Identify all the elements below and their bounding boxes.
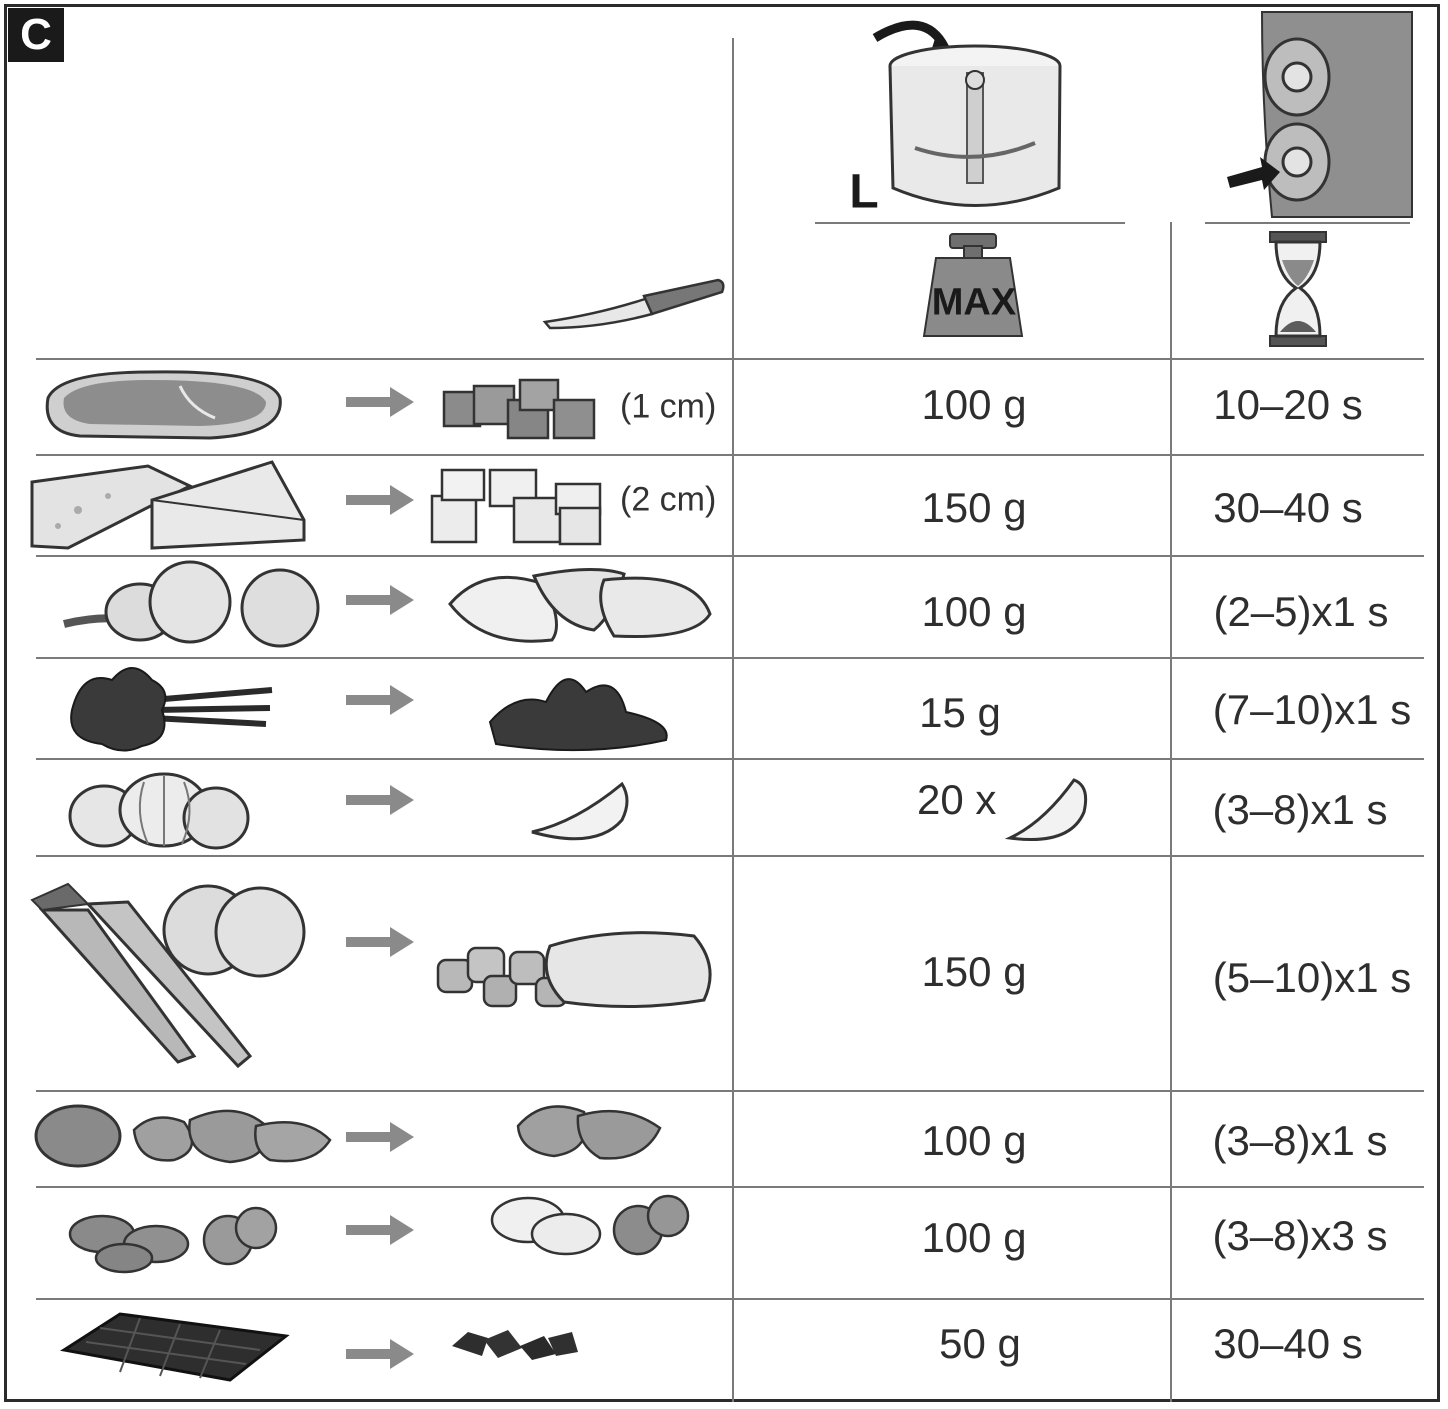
time-cell: (2–5)x1 s: [1213, 588, 1389, 635]
meat-icon: [45, 370, 282, 440]
quantity-cell: 100 g: [921, 1214, 1027, 1261]
turbo-button-icon: [1227, 11, 1413, 218]
row-divider: [36, 1186, 1424, 1188]
row-divider: [36, 555, 1424, 557]
arrow-right-icon: [346, 485, 414, 515]
arrow-right-icon: [346, 927, 414, 957]
time-cell: (3–8)x1 s: [1212, 786, 1388, 833]
quantity-cell: 100 g: [921, 588, 1027, 635]
table-frame: [4, 4, 1440, 1402]
arrow-right-icon: [346, 387, 414, 417]
header-rule-button: [1205, 222, 1410, 224]
herbs-icon: [70, 667, 273, 752]
time-cell: 30–40 s: [1213, 484, 1363, 531]
garlic-clove-icon: [1004, 778, 1088, 842]
time-cell: 30–40 s: [1213, 1320, 1363, 1367]
quantity-cell: 150 g: [921, 948, 1027, 995]
quantity-cell: 50 g: [939, 1320, 1021, 1367]
chocolate-pieces-icon: [452, 1330, 578, 1360]
quantity-cell: 150 g: [921, 484, 1027, 531]
row-divider: [36, 454, 1424, 456]
arrow-right-icon: [346, 685, 414, 715]
cheese-cubes-icon: [430, 468, 602, 546]
quantity-cell: 15 g: [919, 689, 1001, 736]
chopped-herbs-icon: [488, 678, 668, 752]
time-cell: (3–8)x3 s: [1212, 1212, 1388, 1259]
row-divider: [36, 657, 1424, 659]
onions-icon: [63, 560, 320, 648]
chocolate-icon: [59, 1312, 290, 1382]
row-divider: [36, 1090, 1424, 1092]
row-divider: [36, 358, 1424, 360]
column-divider-left: [732, 38, 734, 1402]
time-cell: (7–10)x1 s: [1212, 686, 1412, 733]
arrow-right-icon: [346, 1122, 414, 1152]
nut-pieces-icon: [490, 1194, 690, 1256]
row-divider: [36, 855, 1424, 857]
column-divider-right: [1170, 222, 1172, 1402]
figure-badge: C: [8, 8, 64, 62]
bowl-size-label: L: [849, 165, 879, 219]
meat-cubes-icon: [442, 378, 596, 440]
walnuts-icon: [34, 1104, 332, 1168]
carrots-apples-icon: [30, 882, 306, 1069]
size-note: (1 cm): [620, 387, 717, 426]
garlic-icon: [68, 772, 250, 850]
quantity-cell: 100 g: [921, 1117, 1027, 1164]
quantity-cell: 20 x: [917, 776, 997, 823]
knife-icon: [542, 278, 725, 330]
chopped-walnuts-icon: [516, 1105, 662, 1160]
cheese-icon: [30, 460, 306, 550]
onion-pieces-icon: [448, 568, 712, 643]
max-weight-icon: [922, 233, 1024, 337]
header-rule-bowl: [815, 222, 1125, 224]
almonds-hazelnuts-icon: [68, 1206, 278, 1274]
chopper-bowl-icon: [872, 20, 1062, 207]
size-note: (2 cm): [620, 480, 717, 519]
quantity-cell: 100 g: [921, 381, 1027, 428]
row-divider: [36, 1298, 1424, 1300]
max-weight-label: MAX: [931, 281, 1017, 324]
chopped-pieces-icon: [436, 931, 712, 1009]
arrow-right-icon: [346, 785, 414, 815]
arrow-right-icon: [346, 1339, 414, 1369]
row-divider: [36, 758, 1424, 760]
time-cell: (5–10)x1 s: [1212, 954, 1412, 1001]
arrow-right-icon: [346, 585, 414, 615]
hourglass-icon: [1269, 231, 1327, 347]
garlic-clove-result-icon: [531, 781, 629, 841]
time-cell: 10–20 s: [1213, 381, 1363, 428]
arrow-right-icon: [346, 1215, 414, 1245]
time-cell: (3–8)x1 s: [1212, 1117, 1388, 1164]
